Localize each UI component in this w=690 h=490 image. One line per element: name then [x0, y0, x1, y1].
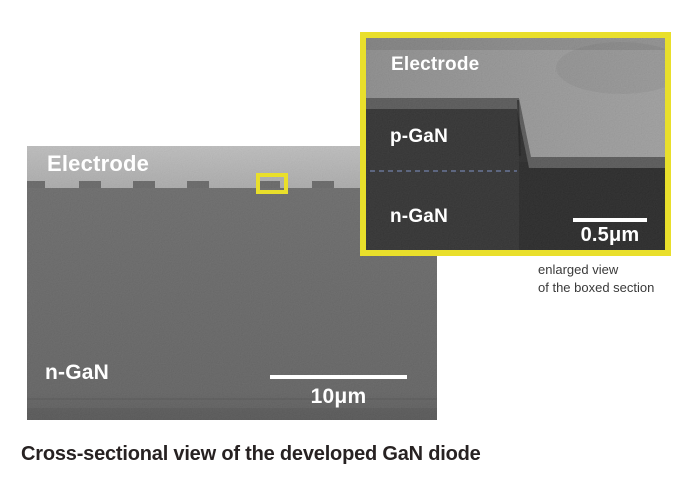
yellow-highlight-box: [256, 173, 288, 194]
main-scale-bar: [270, 375, 407, 379]
figure-caption: Cross-sectional view of the developed Ga…: [21, 443, 481, 465]
inset-note-line1: enlarged view: [538, 262, 619, 277]
inset-sem-canvas: [366, 38, 665, 250]
main-electrode-label: Electrode: [47, 151, 150, 176]
inset-sem-image: Electrode p-GaN n-GaN 0.5μm: [360, 32, 671, 256]
inset-scale-bar: [573, 218, 647, 222]
inset-electrode-label: Electrode: [391, 54, 480, 75]
inset-pgan-label: p-GaN: [390, 126, 448, 147]
inset-ngan-label: n-GaN: [390, 206, 448, 227]
inset-note-line2: of the boxed section: [538, 280, 655, 295]
main-ngan-label: n-GaN: [45, 361, 109, 384]
inset-scale-bar-label: 0.5μm: [580, 224, 640, 246]
inset-note: enlarged view of the boxed section: [538, 261, 654, 297]
main-scale-bar-label: 10μm: [310, 385, 367, 408]
